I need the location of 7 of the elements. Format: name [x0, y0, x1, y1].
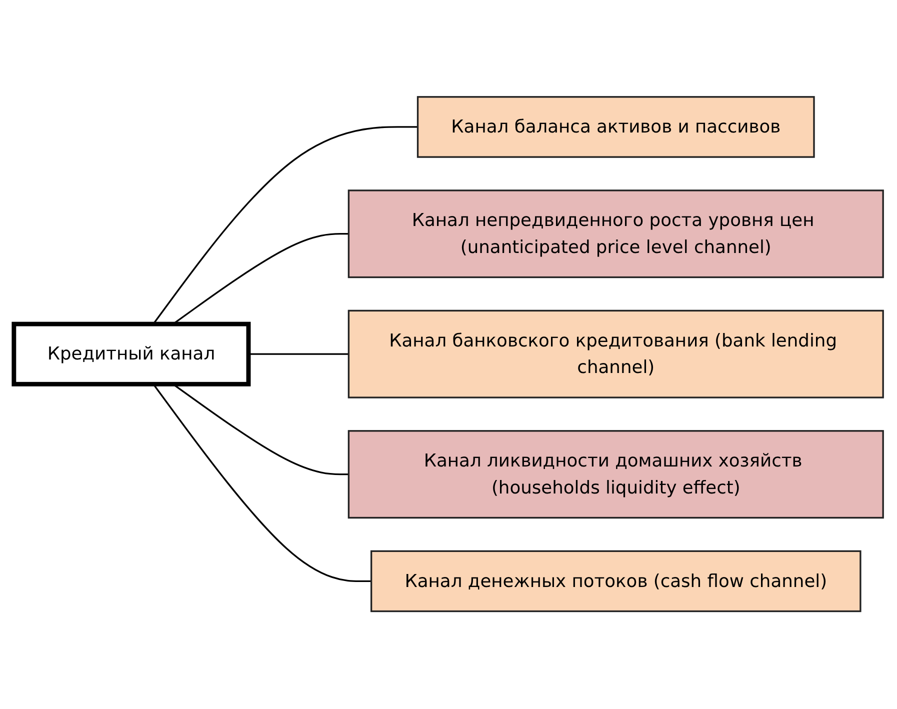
node-box: Канал банковского кредитования (bank lending channel) — [348, 310, 884, 399]
node-box: Канал денежных потоков (cash flow channel) — [370, 550, 862, 612]
node-box: Кредитный канал — [12, 322, 251, 387]
node-box: Канал ликвидности домашних хозяйств (households liquidity effect) — [348, 430, 884, 519]
connector — [248, 354, 349, 356]
node-box: Канал непредвиденного роста уровня цен (unanticipated price level channel) — [348, 190, 884, 278]
node-box: Канал баланса активов и пассивов — [416, 96, 815, 158]
